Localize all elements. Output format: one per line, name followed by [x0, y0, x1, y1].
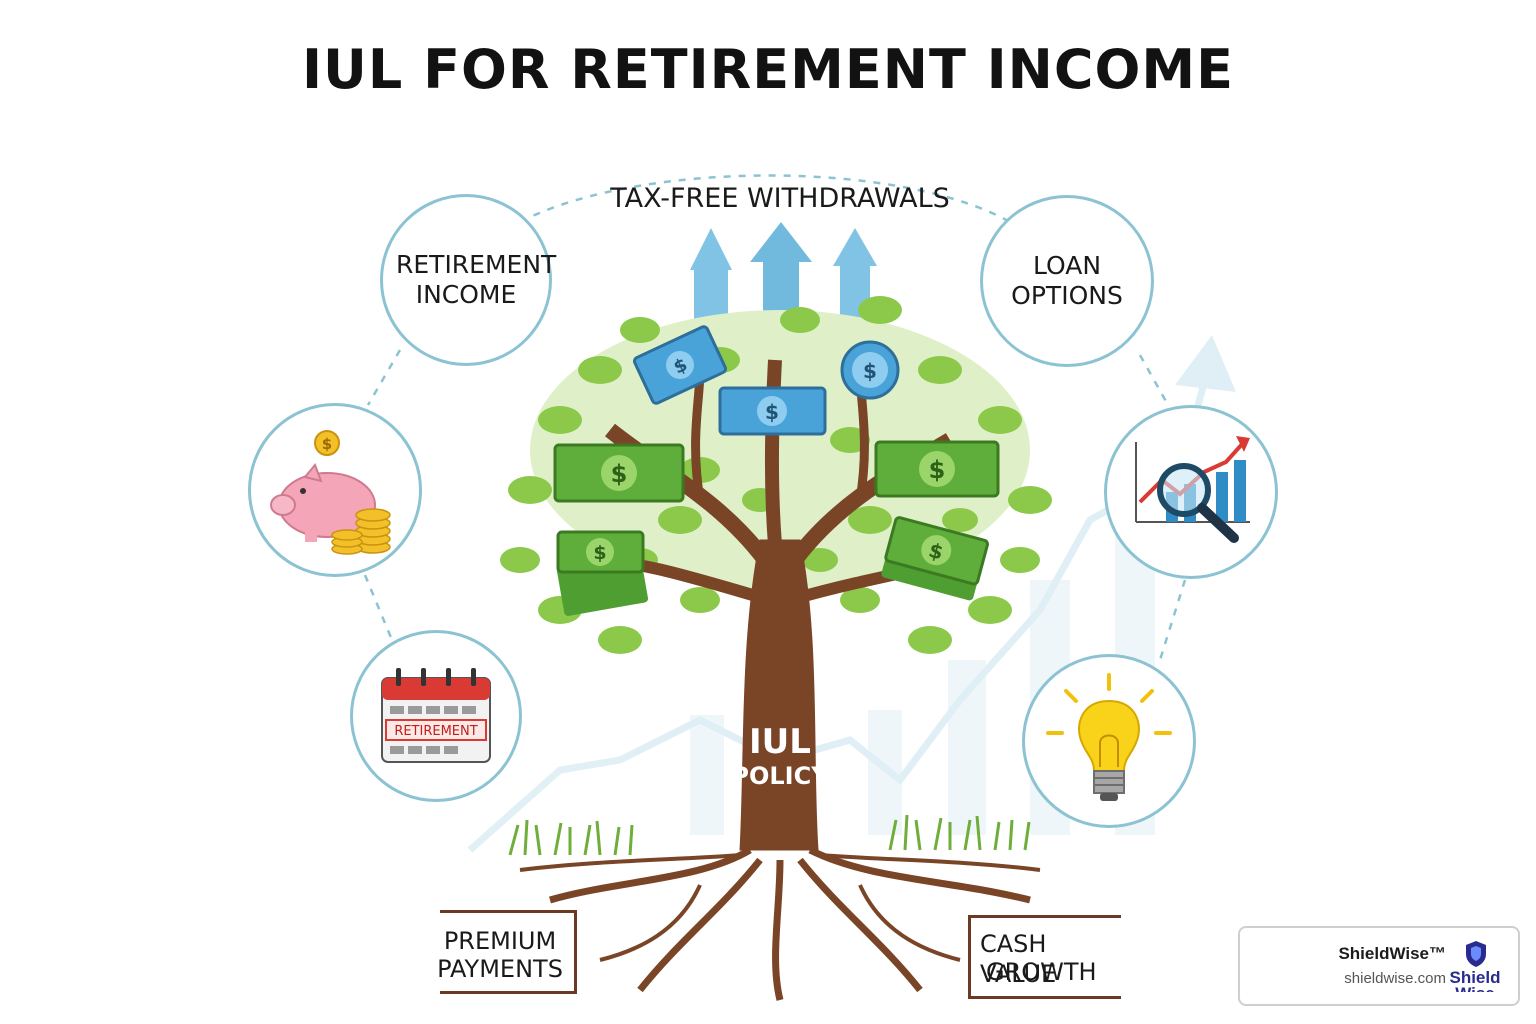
dollar-bill-icon: $: [874, 440, 1000, 498]
tax-free-withdrawals-label: TAX-FREE WITHDRAWALS: [610, 183, 950, 214]
svg-text:$: $: [322, 435, 332, 453]
connector-right-2: [1158, 579, 1187, 661]
lightbulb-icon: [1046, 673, 1172, 801]
dollar-bill-icon: $: [881, 516, 989, 601]
loan-options-label: LOAN OPTIONS: [1011, 251, 1123, 310]
chart-magnifier-icon: [1135, 436, 1250, 543]
svg-text:$: $: [926, 538, 946, 565]
trunk-label-policy: POLICY: [731, 762, 829, 790]
cash-value-growth-label-2: GROWTH: [986, 958, 1097, 986]
watermark-logo-text: Shield Wise: [1449, 970, 1501, 992]
svg-text:$: $: [593, 542, 606, 564]
trunk-label-iul: IUL: [749, 722, 811, 762]
dollar-bill-icon: $: [718, 386, 827, 436]
tree-roots: [519, 846, 1041, 1001]
dollar-bill-icon: $: [553, 443, 685, 503]
calendar-circle: RETIREMENT: [350, 630, 522, 802]
premium-payments-label-1: PREMIUM: [443, 927, 557, 955]
grass: [508, 814, 1031, 856]
watermark-brand: ShieldWise™: [1338, 944, 1446, 963]
coin-icon: $: [840, 340, 900, 400]
svg-text:$: $: [765, 400, 779, 424]
shield-logo-icon: [1466, 941, 1486, 967]
retirement-income-circle: RETIREMENT INCOME: [380, 194, 557, 366]
premium-payments-label-2: PAYMENTS: [437, 955, 563, 983]
dollar-bill-icon: $: [556, 530, 649, 616]
connector-left-1: [366, 349, 402, 406]
connector-left-2: [363, 574, 394, 641]
premium-payments-bracket: [440, 910, 577, 994]
dollar-bill-icon: $: [632, 325, 728, 405]
calendar-icon: RETIREMENT: [381, 668, 491, 763]
cash-value-growth-bracket: [968, 915, 1121, 999]
cash-value-growth-label-1: CASH VALUE: [980, 930, 1057, 988]
diagram-title: IUL FOR RETIREMENT INCOME: [301, 38, 1235, 101]
piggy-bank-circle: $: [248, 403, 422, 577]
svg-text:$: $: [863, 359, 877, 383]
connector-arc-top: [519, 174, 1011, 224]
chart-magnifier-circle: [1104, 405, 1278, 579]
watermark-url: shieldwise.com: [1344, 970, 1446, 987]
piggy-bank-icon: $: [270, 430, 391, 555]
loan-options-circle: LOAN OPTIONS: [980, 195, 1154, 367]
svg-text:$: $: [611, 460, 628, 488]
shieldwise-watermark: ShieldWise™ shieldwise.com Shield Wise: [1238, 926, 1520, 1006]
connector-right-1: [1138, 354, 1170, 406]
svg-text:$: $: [929, 456, 946, 484]
calendar-text: RETIREMENT: [394, 724, 477, 739]
retirement-income-label: RETIREMENT INCOME: [396, 250, 557, 309]
lightbulb-circle: [1022, 654, 1196, 828]
